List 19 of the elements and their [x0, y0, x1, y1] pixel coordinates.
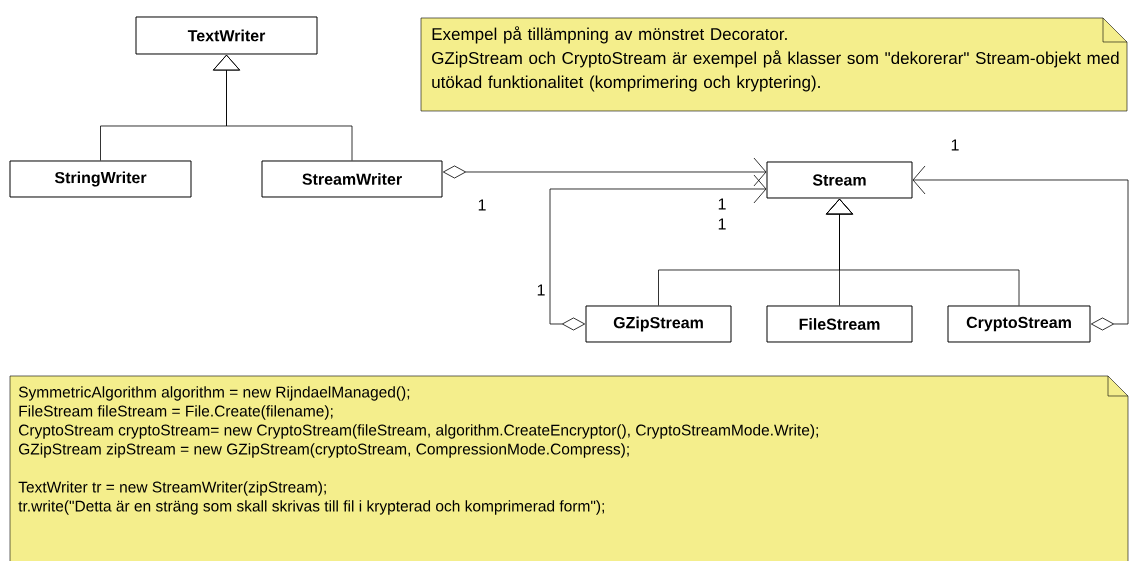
note: Exempel på tillämpning av mönstret Decorator. GZipStream och CryptoStream är exempel på klasser som "dekorerar" Stream-objekt med utökad funktionalitet (komprimering och kryptering). — [420, 17, 1128, 112]
aggregation-arrow — [912, 165, 1129, 331]
note: SymmetricAlgorithm algorithm = new RijndaelManaged(); FileStream fileStream = File.Create(filename); CryptoStream cryptoStream= new CryptoStream(fileStream, algorithm.CreateEncryptor(), CryptoStreamMode.Write); GZipStream zipStream = new GZipStream(cryptoStream, CompressionMode.Compress); TextWriter tr = new StreamWriter(zipStream); tr.write("Detta är en sträng som skall skrivas till fil i krypterad och komprimerad form"); — [9, 375, 1129, 561]
multiplicity-label: 1 — [718, 218, 726, 230]
multiplicity-label: 1 — [478, 199, 486, 211]
class-box: GZipStream — [585, 305, 732, 343]
multiplicity-label: 1 — [537, 284, 545, 296]
class-box: StringWriter — [9, 160, 192, 198]
aggregation-arrow — [442, 157, 767, 187]
multiplicity-label: 1 — [951, 139, 959, 151]
aggregation-arrow — [549, 174, 767, 331]
class-box: TextWriter — [135, 16, 318, 55]
class-box: StreamWriter — [261, 160, 443, 198]
generalization-arrow — [825, 198, 1020, 306]
class-box: CryptoStream — [947, 305, 1091, 343]
class-box: FileStream — [766, 305, 913, 343]
class-box: Stream — [766, 161, 913, 199]
multiplicity-label: 1 — [718, 198, 726, 210]
generalization-arrow — [212, 54, 353, 161]
